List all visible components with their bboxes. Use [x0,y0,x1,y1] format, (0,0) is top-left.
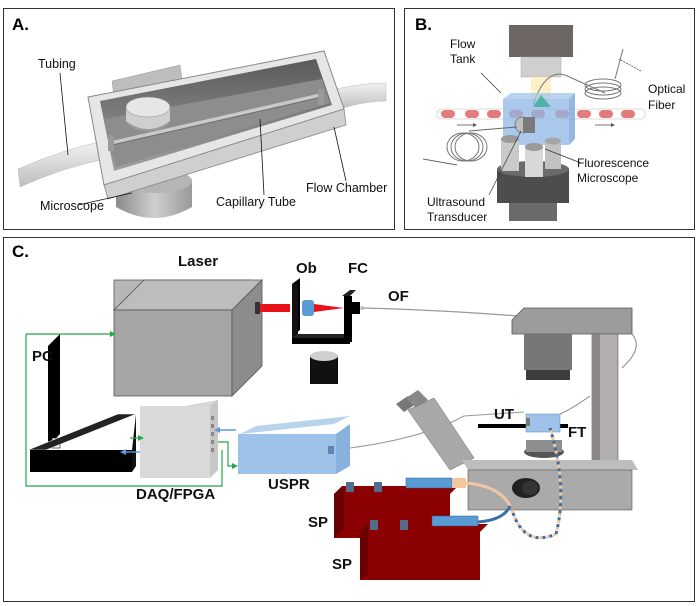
label-fluorescence-2: Microscope [577,171,639,185]
label-capillary-tube: Capillary Tube [216,195,296,209]
blue-tubing [477,505,512,524]
label-ob: Ob [296,260,317,277]
panel-c: C. Laser Ob FC OF PC DAQ/FPGA USPR UT FT… [3,237,695,602]
label-flow-tank-1: Flow [450,37,476,51]
label-optical-fiber-2: Fiber [648,98,676,112]
inverted-microscope [396,307,638,511]
label-flow-tank-2: Tank [450,52,476,66]
label-optical-fiber-1: Optical [648,82,686,96]
label-tubing: Tubing [38,57,76,71]
panel-letter-a: A. [12,15,29,34]
label-daq-fpga: DAQ/FPGA [136,486,216,503]
tubing-left [17,140,107,188]
daq-fpga-box [140,400,218,478]
label-flow-chamber: Flow Chamber [306,181,388,195]
panel-letter-c: C. [12,242,29,261]
flow-chamber-leader [333,126,347,182]
mixed-tubing [510,427,563,540]
capillary-leader [259,118,265,196]
panel-a: A. Tubing Microscope Capillary Tube Flow… [3,8,395,230]
label-pc: PC [32,348,53,365]
flow-tank [503,93,575,99]
label-ultrasound-2: Transducer [427,210,488,224]
pc [27,334,137,472]
fiber-coupler [342,290,364,342]
uspr-box [238,416,350,474]
panel-letter-b: B. [415,15,432,34]
panel-c-drawing [25,278,638,580]
panel-a-drawing [17,50,387,218]
panel-b: B. Flow Tank Optical Fiber Fluorescence … [404,8,695,230]
label-fc: FC [348,260,368,277]
flow-tank-ft [525,413,561,433]
tubing-leader [59,72,69,156]
label-ut: UT [494,406,514,423]
laser-box [113,279,263,397]
laser-beam [260,304,290,312]
label-uspr: USPR [268,476,310,493]
tubing-right [335,82,387,110]
capillary-tube [111,93,323,145]
label-microscope: Microscope [40,199,104,213]
label-sp-2: SP [332,556,353,573]
objective-holder [292,278,350,344]
label-fluorescence-1: Fluorescence [577,156,650,170]
label-ft: FT [568,424,587,441]
panel-b-drawing [422,25,646,221]
label-of: OF [388,288,409,305]
peach-tubing [465,481,512,507]
label-sp-1: SP [308,514,329,531]
microscope-leader [77,192,133,206]
label-ultrasound-1: Ultrasound [427,195,486,209]
syringe-pump-2 [360,515,488,580]
label-laser: Laser [178,253,219,270]
objective-top [509,25,573,57]
